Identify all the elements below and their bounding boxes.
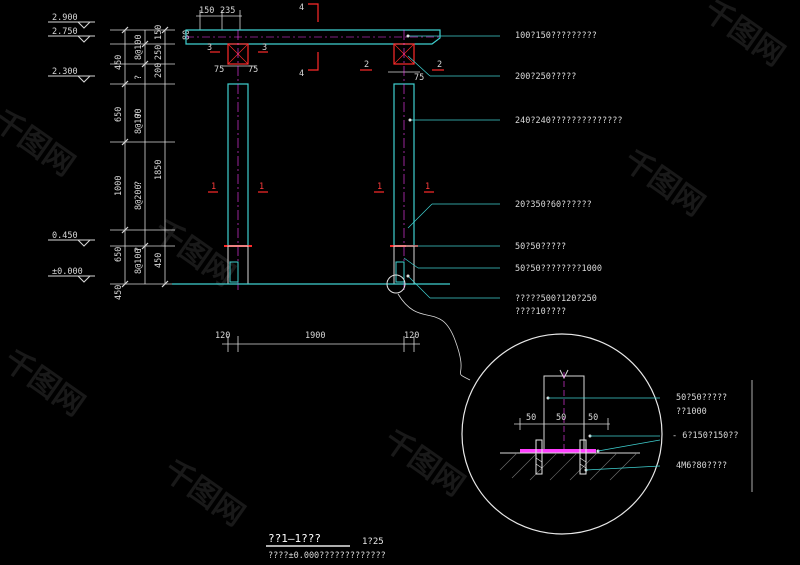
detail-dim-label: 50: [588, 413, 598, 423]
callout-leaders: [403, 35, 500, 299]
dim-label: ?: [134, 247, 144, 252]
detail-dim-label: 50: [526, 413, 536, 423]
small-dim-label: 75: [248, 65, 258, 75]
dim-label: 8@100: [134, 34, 144, 60]
left-dimension-lines: [110, 29, 175, 285]
section-label: 1: [377, 182, 382, 192]
detail-callout-text: 50?50?????: [676, 393, 727, 403]
detail-marker: [386, 274, 406, 294]
dim-label: 450: [114, 285, 124, 300]
dim-label: 8@200: [134, 184, 144, 210]
top-beam: [185, 29, 441, 45]
dim-label: 8@100: [134, 248, 144, 274]
dim-label: 250: [154, 45, 164, 60]
bottom-dim-label: 1900: [305, 331, 325, 341]
elevation-label: 2.300: [52, 67, 78, 77]
dim-label: ?: [134, 181, 144, 186]
section-label: 1: [211, 182, 216, 192]
dimension-ticks: [121, 26, 169, 288]
bottom-dim-label: 120: [404, 331, 419, 341]
elevation-label: 2.900: [52, 13, 78, 23]
drawing-scale: 1?25: [362, 537, 384, 547]
detail-content: [499, 369, 640, 481]
dim-label: 450: [154, 253, 164, 268]
watermark: 千图网: [617, 143, 711, 223]
drawing-title: ??1—1???: [268, 532, 321, 545]
watermark-layer: 千图网 千图网 千图网 千图网 千图网 千图网 千图网: [0, 0, 791, 533]
small-dim-label: 75: [214, 65, 224, 75]
dim-label: 8@100: [134, 108, 144, 134]
elevation-label: 2.750: [52, 27, 78, 37]
section-label: 4: [299, 3, 304, 13]
callout-text: 240?240??????????????: [515, 116, 622, 126]
pedestal-inner-left: [229, 261, 239, 283]
callout-text: 50?50????????1000: [515, 264, 602, 274]
section-label: 1: [425, 182, 430, 192]
dim-label: 450: [114, 55, 124, 70]
detail-callout-text: - 6?150?150??: [672, 431, 739, 441]
detail-leader: [397, 293, 471, 381]
detail-callout-text: ??1000: [676, 407, 707, 417]
callout-text: 50?50?????: [515, 242, 566, 252]
dim-label: 650: [114, 247, 124, 262]
dim-label: 150: [154, 25, 164, 40]
watermark: 千图网: [0, 103, 81, 183]
section-mark-4: [308, 3, 319, 71]
section-label: 2: [437, 60, 442, 70]
dim-label: ?: [134, 113, 144, 118]
dim-label: 80: [182, 30, 192, 40]
leader-dots: [406, 34, 412, 278]
elevation-label: 0.450: [52, 231, 78, 241]
dim-label: 200: [154, 63, 164, 78]
detail-circle: [461, 333, 663, 535]
watermark: 千图网: [157, 453, 251, 533]
top-dim-label: 150: [199, 6, 214, 16]
watermark: 千图网: [0, 343, 91, 423]
elevation-markers: [48, 21, 95, 283]
watermark: 千图网: [377, 423, 471, 503]
detail-dim-label: 50: [556, 413, 566, 423]
top-dimension-lines: [196, 10, 242, 30]
callout-text: ????10????: [515, 307, 566, 317]
section-label: 4: [299, 69, 304, 79]
section-label: 2: [364, 60, 369, 70]
top-dim-label: 235: [220, 6, 235, 16]
callout-text: 200?250?????: [515, 72, 576, 82]
dim-label: ?: [134, 75, 144, 80]
watermark: 千图网: [697, 0, 791, 73]
detail-leaders: [548, 397, 661, 471]
bottom-dimension-lines: [222, 336, 420, 352]
section-label: 3: [207, 43, 212, 53]
drawing-note: ????±0.000?????????????: [268, 551, 386, 561]
small-dim-label: 75: [414, 73, 424, 83]
pedestal-inner-right: [395, 261, 405, 283]
callout-text: 100?150?????????: [515, 31, 597, 41]
elevation-label: ±0.000: [52, 267, 83, 277]
dim-label: 1850: [154, 160, 164, 180]
dim-label: 1000: [114, 176, 124, 196]
section-label: 3: [262, 43, 267, 53]
callout-text: 20?350?60??????: [515, 200, 592, 210]
callout-text: ?????500?120?250: [515, 294, 597, 304]
detail-callout-text: 4M6?80????: [676, 461, 727, 471]
bottom-dim-label: 120: [215, 331, 230, 341]
section-label: 1: [259, 182, 264, 192]
dim-label: 650: [114, 107, 124, 122]
